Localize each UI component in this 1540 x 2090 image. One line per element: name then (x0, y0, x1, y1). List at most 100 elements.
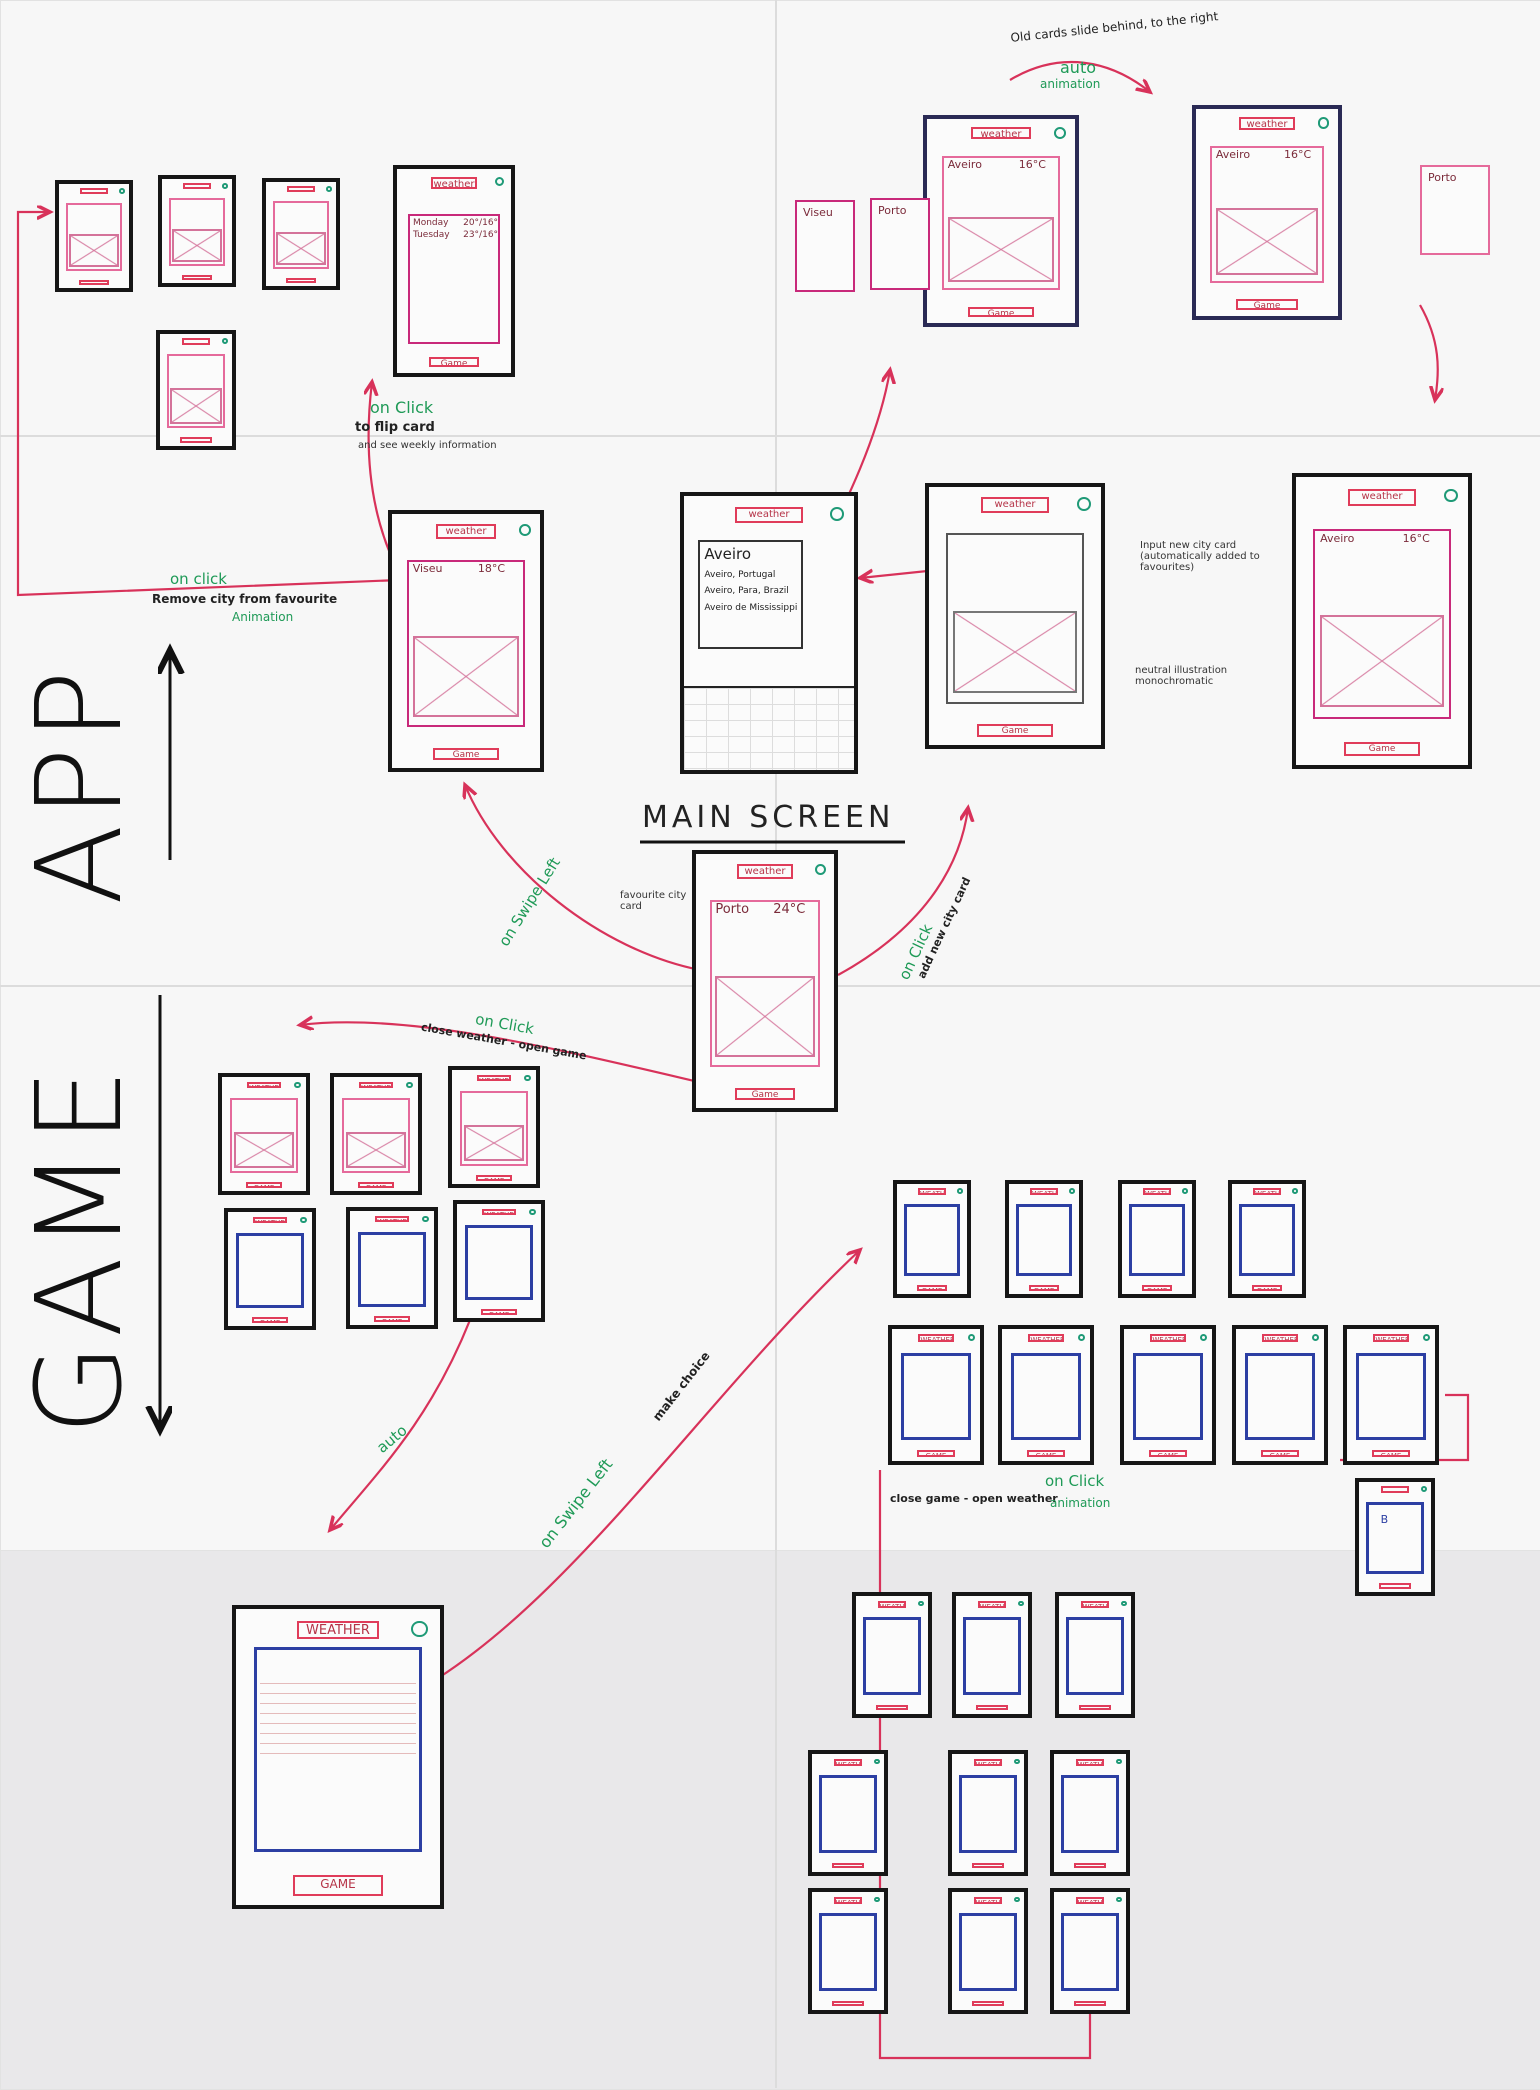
phone-weekly[interactable]: weather Monday 20°/16° Tuesday 23°/16° G… (393, 165, 515, 377)
game-button[interactable]: Game (734, 1087, 796, 1101)
status-circle (300, 1216, 307, 1224)
game-button[interactable]: GAME (916, 1450, 956, 1458)
keyboard[interactable] (684, 685, 854, 770)
game-right-phone-13[interactable]: WEATHER GAME (808, 1750, 888, 1876)
phone-tl-2[interactable] (158, 175, 236, 287)
phone-search[interactable]: weather Aveiro Aveiro, Portugal Aveiro, … (680, 492, 858, 774)
game-button[interactable]: GAME (251, 1316, 289, 1323)
game-button[interactable]: GAME (916, 1285, 948, 1291)
status-circle (1115, 1896, 1122, 1903)
game-button[interactable]: GAME (972, 1862, 1004, 1869)
note-auto-top: auto (1060, 58, 1097, 77)
game-button[interactable]: Game (1344, 741, 1420, 757)
phone-tl-1[interactable] (55, 180, 133, 292)
viseu-card[interactable] (406, 559, 526, 728)
game-button[interactable]: GAME (245, 1181, 283, 1188)
aveiro-result-card[interactable] (1313, 528, 1451, 719)
phone-carousel-2[interactable]: weather Aveiro 16°C Game (1192, 105, 1342, 320)
header-bar: WEATHER (918, 1188, 946, 1195)
phone-game-final[interactable]: B (1355, 1478, 1435, 1596)
game-button[interactable]: GAME (876, 1704, 908, 1711)
game-button[interactable] (78, 279, 110, 285)
status-circle[interactable] (814, 864, 826, 876)
input-note: Input new city card (automatically added… (1140, 540, 1260, 573)
game-button[interactable]: GAME (373, 1315, 411, 1322)
game-button[interactable]: Game (428, 356, 480, 367)
game-button[interactable]: GAME (1074, 1862, 1106, 1869)
status-circle (422, 1215, 429, 1223)
game-right-phone-1[interactable]: WEATHER GAME (893, 1180, 971, 1298)
header-bar: weather (735, 506, 803, 524)
game-button[interactable]: GAME (1079, 1704, 1111, 1711)
phone-tl-3[interactable] (262, 178, 340, 290)
game-button[interactable] (180, 437, 212, 443)
card (342, 1097, 410, 1173)
header-bar: WEATHER (833, 1758, 863, 1766)
game-button[interactable]: GAME (1251, 1285, 1283, 1291)
note-on-click-remove: on click (170, 570, 227, 588)
favourite-city-card[interactable] (709, 899, 821, 1068)
search-option-3[interactable]: Aveiro de Mississippi (704, 602, 798, 613)
phone-game-big[interactable]: WEATHER GAME (232, 1605, 444, 1909)
phone-input-city[interactable]: weather Game (925, 483, 1105, 749)
game-button[interactable]: Game (977, 724, 1053, 738)
game-button[interactable]: GAME (976, 1704, 1008, 1711)
status-circle (1120, 1600, 1127, 1607)
game-button[interactable]: GAME (1026, 1450, 1066, 1458)
game-button[interactable]: GAME (832, 2000, 864, 2007)
game-button[interactable]: Game (433, 747, 499, 761)
game-button[interactable]: GAME (1148, 1450, 1188, 1458)
game-button[interactable]: GAME (1371, 1450, 1411, 1458)
game-button[interactable]: GAME (480, 1308, 518, 1315)
new-city-card[interactable] (946, 533, 1084, 704)
favourite-city-note: favourite city card (620, 890, 687, 912)
game-button[interactable] (285, 277, 317, 283)
search-option-2[interactable]: Aveiro, Para, Brazil (704, 586, 789, 597)
phone-main-screen[interactable]: weather Porto 24°C Game (692, 850, 838, 1112)
phone-carousel-1[interactable]: weather Aveiro 16°C Game (923, 115, 1079, 327)
header-bar: weather (1347, 488, 1417, 506)
search-field[interactable] (697, 539, 803, 650)
game-button[interactable]: GAME (475, 1174, 513, 1181)
game-button[interactable]: Game (968, 306, 1034, 317)
game-button[interactable]: GAME (293, 1875, 383, 1897)
game-button[interactable]: GAME (1141, 1285, 1173, 1291)
game-button[interactable] (1379, 1583, 1411, 1589)
game-button[interactable]: GAME (1028, 1285, 1060, 1291)
game-button[interactable]: GAME (972, 2000, 1004, 2007)
phone-tl-4[interactable] (156, 330, 236, 450)
game-question-card[interactable] (254, 1647, 422, 1852)
search-option-1[interactable]: Aveiro, Portugal (704, 569, 776, 580)
phone-aveiro-result[interactable]: weather Aveiro 16°C Game (1292, 473, 1472, 769)
game-button[interactable]: GAME (1260, 1450, 1300, 1458)
game-button[interactable]: GAME (357, 1181, 395, 1188)
game-button[interactable]: GAME (832, 1862, 864, 1869)
game-button[interactable]: GAME (1074, 2000, 1106, 2007)
game-button[interactable] (181, 274, 213, 280)
phone-viseu[interactable]: weather Viseu 18°C Game (388, 510, 544, 772)
card (465, 1224, 533, 1300)
game-button[interactable]: Game (1235, 299, 1299, 310)
